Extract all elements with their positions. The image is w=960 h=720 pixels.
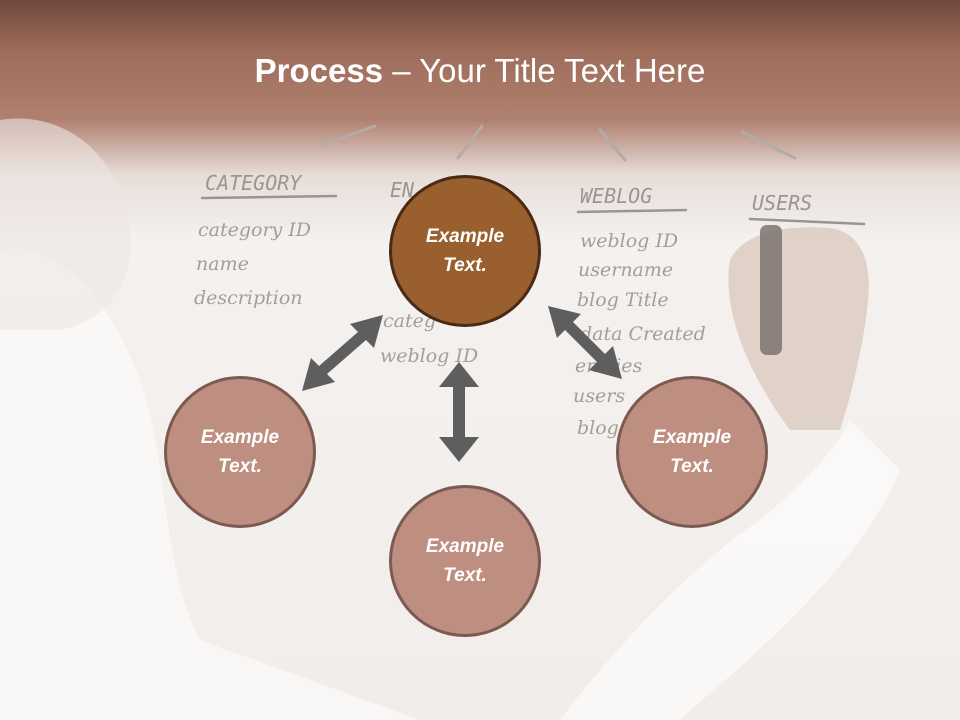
process-node-top[interactable]: Example Text.	[389, 175, 541, 327]
board-connectors	[320, 124, 797, 162]
process-node-left[interactable]: Example Text.	[164, 376, 316, 528]
board-item: weblog ID	[380, 345, 478, 367]
node-label-line1: Example	[425, 226, 505, 247]
board-item: users	[573, 385, 625, 407]
node-label-line1: Example	[425, 536, 505, 557]
process-node-bottom[interactable]: Example Text.	[389, 485, 541, 637]
board-item: categ	[383, 310, 436, 332]
node-label-line2: Text.	[443, 255, 487, 276]
board-item: weblog ID	[580, 230, 678, 252]
person-shirt	[0, 248, 420, 720]
person-head	[0, 118, 131, 331]
title-separator: –	[383, 52, 420, 89]
node-label-line1: Example	[200, 427, 280, 448]
arrow-top-right	[548, 306, 622, 379]
node-label-line2: Text.	[218, 456, 262, 477]
board-item: blog	[577, 417, 619, 439]
board-header-weblog: WEBLOG	[580, 184, 652, 208]
title-bold: Process	[254, 52, 384, 89]
board-item: name	[196, 253, 249, 275]
node-label-line2: Text.	[670, 456, 714, 477]
board-header-category: CATEGORY	[205, 171, 303, 195]
header-underlines	[200, 194, 866, 226]
title-rest: Your Title Text Here	[419, 52, 706, 89]
slide-title: Process – Your Title Text Here	[0, 52, 960, 90]
arrow-vertical	[439, 362, 479, 462]
marker	[760, 225, 782, 355]
board-header-users: USERS	[752, 191, 812, 215]
process-node-right[interactable]: Example Text.	[616, 376, 768, 528]
board-item: category ID	[198, 219, 311, 241]
node-label-line1: Example	[652, 427, 732, 448]
board-item: data Created	[580, 323, 706, 345]
board-item: description	[194, 287, 303, 309]
board-item: blog Title	[577, 289, 669, 311]
board-item: username	[578, 259, 673, 281]
arrow-top-left	[302, 315, 383, 391]
person-arm	[560, 420, 900, 720]
node-label-line2: Text.	[443, 565, 487, 586]
